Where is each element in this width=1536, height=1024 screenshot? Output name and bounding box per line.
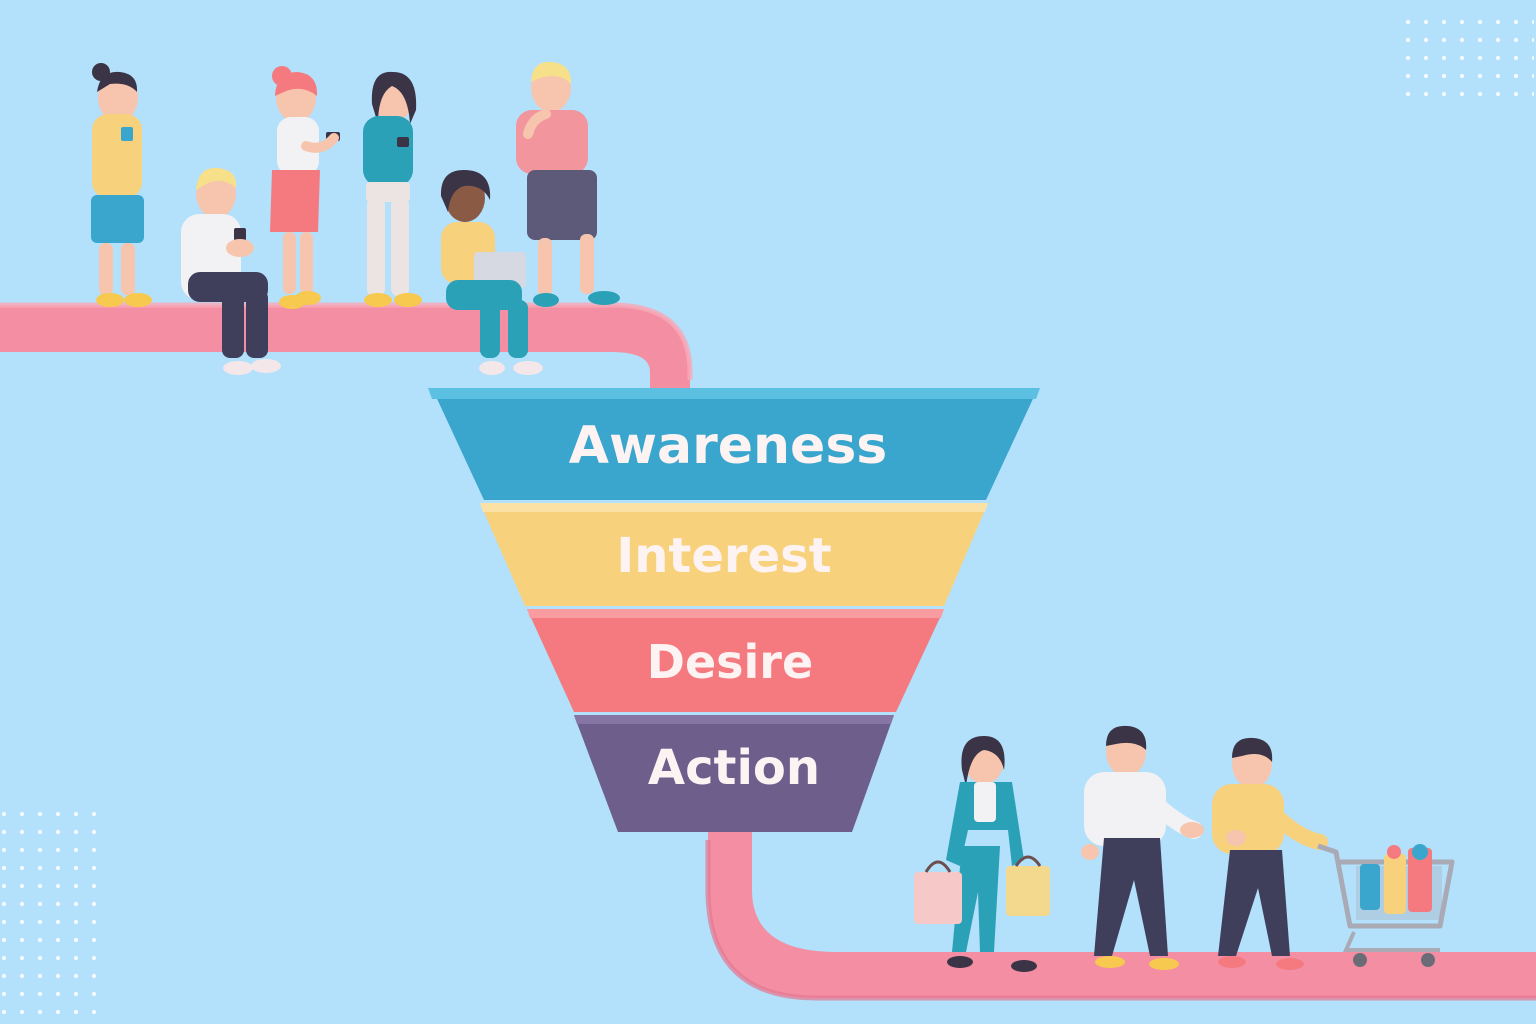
interest-band bbox=[480, 503, 988, 606]
man-walking-gesturing bbox=[1081, 725, 1204, 970]
dot-grid-bottom-left bbox=[0, 812, 96, 1022]
woman-shopping-bags bbox=[914, 736, 1050, 972]
awareness-band bbox=[432, 388, 1038, 500]
funnel-stage-action: Action bbox=[574, 715, 894, 832]
desire-label: Desire bbox=[647, 635, 813, 689]
desire-band bbox=[527, 609, 944, 712]
dot-grid-top-right bbox=[1404, 8, 1534, 104]
awareness-label: Awareness bbox=[569, 416, 887, 476]
person-standing-phone bbox=[91, 63, 152, 307]
shopping-cart bbox=[1317, 843, 1455, 967]
bottom-pipe bbox=[708, 820, 1536, 998]
top-people-group bbox=[91, 61, 620, 375]
funnel-stage-interest: Interest bbox=[480, 503, 988, 606]
person-sitting-phone bbox=[181, 167, 281, 375]
action-label: Action bbox=[648, 740, 820, 796]
person-laptop-sitting bbox=[440, 170, 543, 375]
funnel: Awareness Interest Desire Action bbox=[428, 388, 1040, 832]
man-pushing-cart bbox=[1212, 737, 1328, 970]
person-thinking bbox=[516, 61, 620, 307]
bottom-people-group bbox=[914, 725, 1455, 972]
funnel-stage-awareness: Awareness bbox=[428, 388, 1040, 500]
interest-label: Interest bbox=[616, 528, 831, 584]
person-red-hair-phone bbox=[270, 66, 340, 309]
action-band bbox=[574, 715, 894, 832]
funnel-stage-desire: Desire bbox=[527, 609, 944, 712]
person-teal-shirt-phone bbox=[363, 71, 422, 307]
